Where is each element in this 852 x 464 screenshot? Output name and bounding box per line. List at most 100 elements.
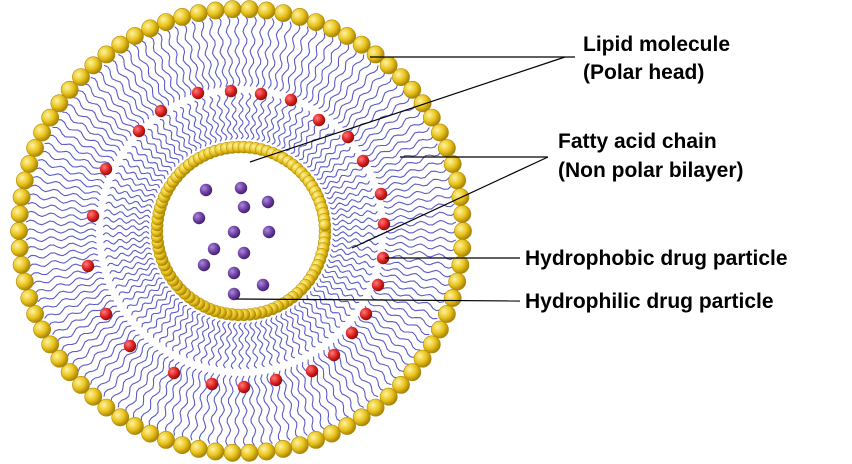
polar-head xyxy=(34,321,51,338)
polar-head xyxy=(444,289,461,306)
fatty-acid-chain xyxy=(368,127,429,161)
hydrophobic-drug-particle xyxy=(372,279,384,291)
fatty-acid-chain xyxy=(256,17,266,87)
polar-head xyxy=(307,14,324,31)
polar-head xyxy=(307,431,324,448)
polar-head xyxy=(241,444,258,461)
polar-head xyxy=(449,172,466,189)
polar-head xyxy=(13,189,30,206)
polar-head xyxy=(291,437,308,454)
polar-head xyxy=(174,437,191,454)
fatty-acid-chain xyxy=(245,93,251,139)
fatty-acid-chain xyxy=(27,241,97,249)
fatty-acid-chain xyxy=(210,18,222,87)
polar-head xyxy=(449,273,466,290)
fatty-acid-chain xyxy=(381,267,449,285)
fatty-acid-chain xyxy=(311,291,346,321)
fatty-acid-chain xyxy=(378,279,444,303)
fatty-acid-chain xyxy=(226,16,233,86)
fatty-acid-chain xyxy=(118,55,158,112)
fatty-acid-chain xyxy=(57,120,117,156)
polar-head xyxy=(323,425,340,442)
fatty-acid-chain xyxy=(134,45,169,106)
polar-head xyxy=(319,219,331,231)
hydrophobic-drug-particle xyxy=(346,327,358,339)
fatty-acid-chain xyxy=(126,50,164,109)
polar-head xyxy=(224,444,241,461)
fatty-acid-chain xyxy=(104,210,149,219)
polar-head xyxy=(157,14,174,31)
fatty-acid-chain xyxy=(261,374,273,443)
fatty-acid-chain xyxy=(111,60,153,116)
hydrophilic-drug-particle xyxy=(262,196,274,208)
polar-head xyxy=(21,155,38,172)
fatty-acid-chain xyxy=(38,160,104,184)
hydrophobic-drug-particle xyxy=(375,188,387,200)
polar-head xyxy=(16,172,33,189)
fatty-acid-chain xyxy=(73,321,128,364)
fatty-acid-chain xyxy=(67,316,124,357)
hydrophobic-drug-particle xyxy=(87,210,99,222)
fatty-acid-chain xyxy=(35,168,102,189)
polar-head xyxy=(16,273,33,290)
polar-head xyxy=(174,8,191,25)
hydrophobic-drug-particle xyxy=(124,340,136,352)
polar-head xyxy=(323,20,340,37)
polar-head xyxy=(452,256,469,273)
fatty-acid-chain xyxy=(314,357,349,418)
fatty-acid-chain xyxy=(355,321,410,364)
polar-head xyxy=(258,443,275,460)
fatty-acid-chain xyxy=(329,60,371,116)
fatty-acid-chain xyxy=(111,347,153,403)
polar-head xyxy=(275,440,292,457)
fatty-acid-chain xyxy=(174,369,196,436)
fatty-acid-chain xyxy=(362,112,420,151)
fatty-acid-chain xyxy=(386,229,456,233)
fatty-acid-chain xyxy=(103,232,149,237)
polar-head xyxy=(34,124,51,141)
label-lipid-molecule: Lipid molecule xyxy=(583,33,730,56)
polar-head xyxy=(241,1,258,18)
polar-head xyxy=(431,321,448,338)
fatty-acid-chain xyxy=(365,120,425,156)
polar-head xyxy=(444,155,461,172)
polar-head xyxy=(207,2,224,19)
hydrophobic-drug-particle xyxy=(225,85,237,97)
fatty-acid-chain xyxy=(249,16,256,86)
polar-head xyxy=(353,409,370,426)
polar-head xyxy=(21,289,38,306)
hydrophobic-drug-particle xyxy=(100,308,112,320)
fatty-acid-chain xyxy=(104,237,150,244)
fatty-acid-chain xyxy=(380,273,447,294)
hydrophilic-drug-particle xyxy=(193,212,205,224)
hydrophobic-drug-particle xyxy=(378,218,390,230)
fatty-acid-chain xyxy=(73,98,128,141)
label-hydrophilic-drug-particle: Hydrophilic drug particle xyxy=(525,290,774,313)
fatty-acid-chain xyxy=(103,225,149,230)
fatty-acid-chain xyxy=(332,243,378,252)
hydrophilic-drug-particle xyxy=(228,226,240,238)
fatty-acid-chain xyxy=(333,232,379,237)
hydrophobic-drug-particle xyxy=(238,381,250,393)
hydrophobic-drug-particle xyxy=(342,131,354,143)
fatty-acid-chain xyxy=(62,112,120,151)
fatty-acid-chain xyxy=(137,141,172,171)
fatty-acid-chain xyxy=(217,375,227,445)
fatty-acid-chain xyxy=(358,105,415,146)
fatty-acid-chain xyxy=(150,37,180,100)
fatty-acid-chain xyxy=(242,16,247,86)
fatty-acid-chain xyxy=(319,353,357,412)
fatty-acid-chain xyxy=(231,323,237,369)
fatty-acid-chain xyxy=(386,236,456,242)
hydrophilic-drug-particle xyxy=(228,288,240,300)
hydrophobic-drug-particle xyxy=(313,114,325,126)
polar-head xyxy=(339,27,356,44)
hydrophobic-drug-particle xyxy=(285,94,297,106)
polar-head xyxy=(207,443,224,460)
polar-head xyxy=(11,239,28,256)
polar-head xyxy=(142,20,159,37)
hydrophilic-drug-particle xyxy=(198,259,210,271)
hydrophobic-drug-particle xyxy=(206,378,218,390)
polar-head xyxy=(339,417,356,434)
